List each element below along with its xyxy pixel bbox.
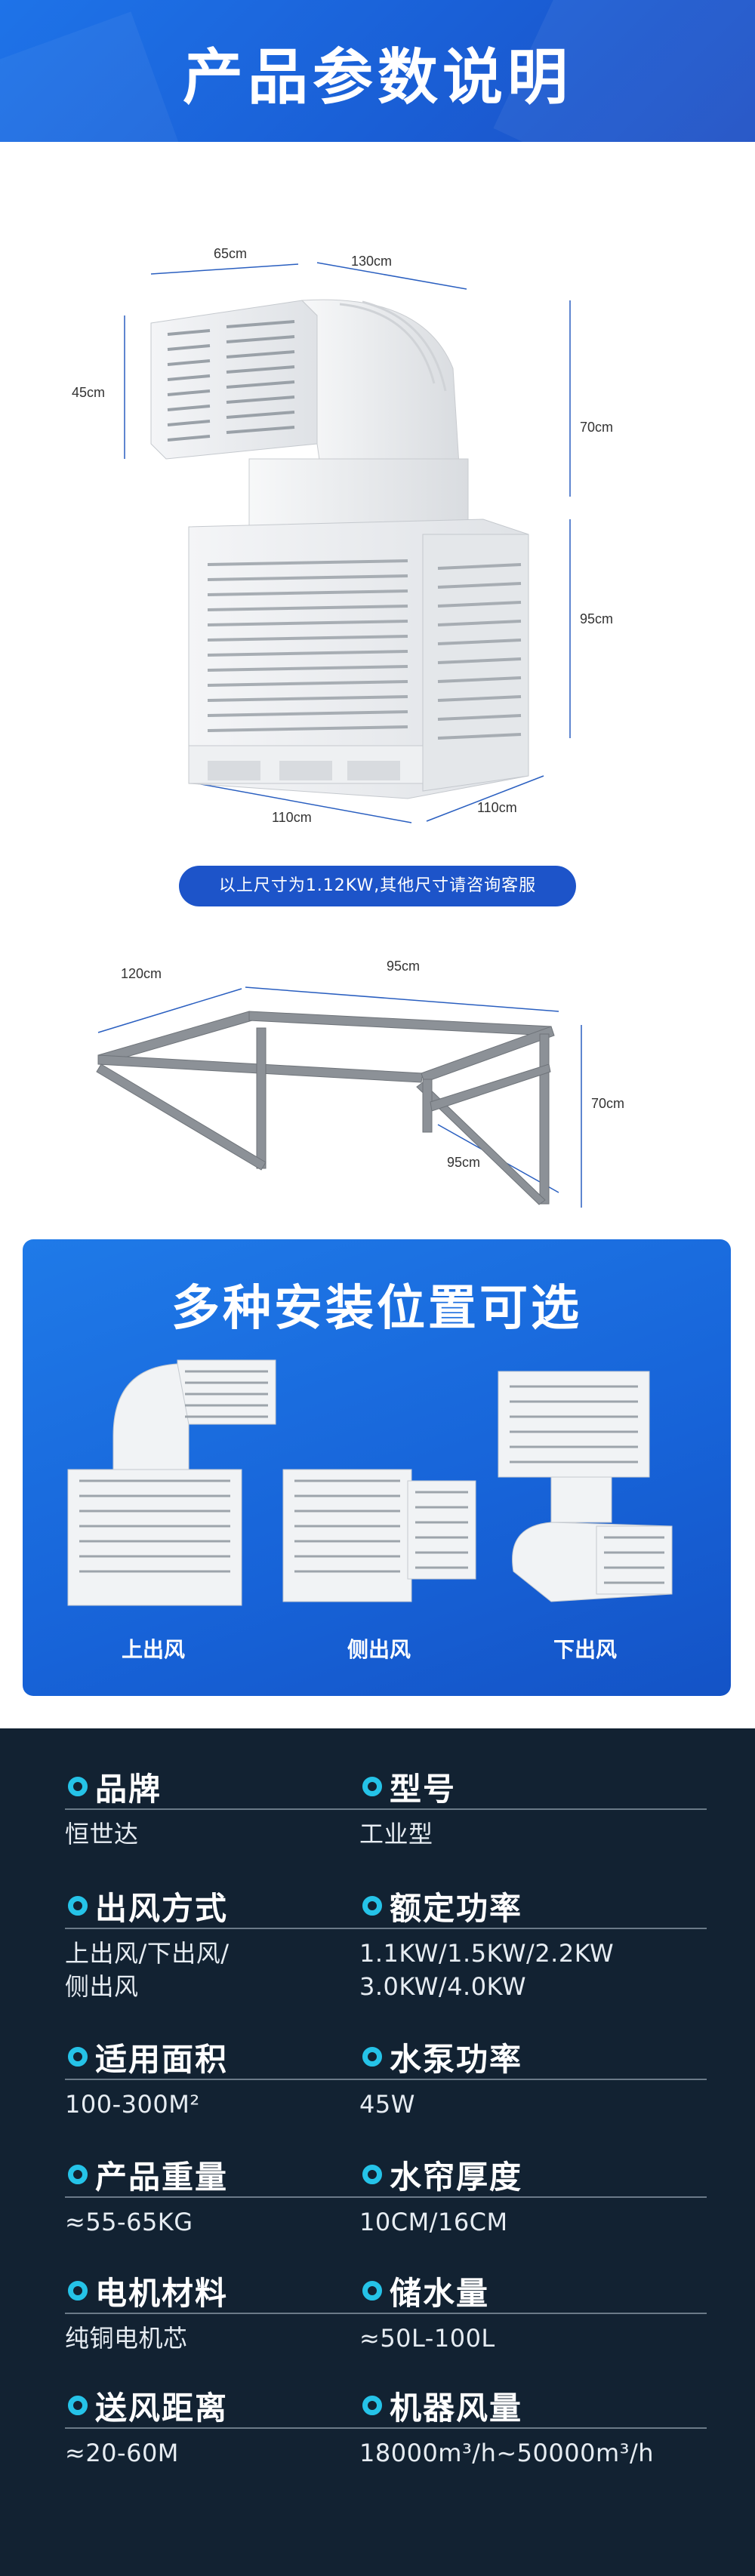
dim-bracket-height: 70cm	[591, 1096, 625, 1111]
cooler-drawing	[124, 262, 571, 823]
spec-value: 纯铜电机芯	[65, 2324, 188, 2353]
divider	[65, 2079, 382, 2080]
divider	[359, 1928, 707, 1929]
circle-bullet-icon	[68, 1896, 88, 1916]
divider	[65, 1928, 382, 1929]
spec-title: 额定功率	[390, 1889, 523, 1927]
dim-duct-length: 130cm	[351, 254, 393, 269]
cooler-illustration: 65cm 130cm 45cm 70cm 95cm 110cm 110cm	[0, 142, 755, 851]
spec-value: 45W	[359, 2090, 415, 2119]
page-title: 产品参数说明	[183, 42, 572, 112]
spec-title: 出风方式	[95, 1889, 229, 1927]
spec-title: 送风距离	[95, 2389, 229, 2427]
spec-model: 型号 工业型	[359, 1768, 707, 1851]
dim-top-width: 65cm	[214, 246, 248, 261]
install-title: 多种安装位置可选	[171, 1281, 582, 1337]
dim-outlet-height: 45cm	[72, 385, 106, 400]
bracket-drawing	[96, 986, 582, 1208]
spec-brand: 品牌 恒世达	[65, 1768, 382, 1851]
spec-value: 恒世达	[65, 1820, 139, 1848]
spec-value: 18000m³/h~50000m³/h	[359, 2439, 655, 2467]
dim-base-width: 110cm	[272, 810, 312, 825]
dim-bracket-width: 95cm	[387, 959, 421, 974]
divider	[65, 2196, 382, 2198]
divider	[65, 2427, 382, 2429]
spec-section: 品牌 恒世达 型号 工业型 出风方式 上出风/下出风/ 侧出风 额定功率 1.1…	[0, 1728, 755, 2576]
spec-title: 机器风量	[390, 2389, 523, 2427]
circle-bullet-icon	[362, 1777, 382, 1796]
size-note-badge: 以上尺寸为1.12KW,其他尺寸请咨询客服	[179, 866, 576, 906]
dim-bracket-depth: 120cm	[121, 966, 162, 981]
circle-bullet-icon	[68, 2047, 88, 2067]
divider	[359, 2196, 707, 2198]
divider	[65, 2313, 382, 2314]
dim-base-depth: 110cm	[477, 800, 517, 815]
spec-value: 10CM/16CM	[359, 2208, 508, 2236]
divider	[359, 2313, 707, 2314]
spec-air-volume: 机器风量 18000m³/h~50000m³/h	[359, 2387, 707, 2470]
spec-title: 电机材料	[95, 2274, 229, 2312]
header-banner: 产品参数说明	[0, 0, 755, 142]
spec-value: ≈55-65KG	[65, 2208, 193, 2236]
spec-water-capacity: 储水量 ≈50L-100L	[359, 2272, 707, 2355]
install-option-label: 侧出风	[347, 1637, 411, 1662]
install-drawings	[67, 1359, 673, 1606]
dim-body-height: 95cm	[580, 611, 614, 626]
spec-title: 水帘厚度	[390, 2158, 523, 2196]
circle-bullet-icon	[68, 2281, 88, 2301]
divider	[359, 1808, 707, 1810]
spec-title: 品牌	[95, 1770, 162, 1808]
circle-bullet-icon	[362, 2281, 382, 2301]
circle-bullet-icon	[362, 2396, 382, 2415]
dim-duct-height: 70cm	[580, 420, 614, 435]
dim-bracket-arm: 95cm	[447, 1155, 481, 1170]
spec-weight: 产品重量 ≈55-65KG	[65, 2156, 382, 2239]
install-option-label: 上出风	[121, 1637, 185, 1662]
spec-value: 工业型	[359, 1820, 433, 1848]
spec-air-distance: 送风距离 ≈20-60M	[65, 2387, 382, 2470]
install-option-label: 下出风	[553, 1637, 617, 1662]
circle-bullet-icon	[68, 1777, 88, 1796]
spec-title: 适用面积	[95, 2040, 229, 2078]
bracket-illustration: 120cm 95cm 70cm 95cm	[0, 943, 755, 1230]
spec-motor-material: 电机材料 纯铜电机芯	[65, 2272, 382, 2355]
spec-rated-power: 额定功率 1.1KW/1.5KW/2.2KW 3.0KW/4.0KW	[359, 1887, 707, 2003]
spec-value: 1.1KW/1.5KW/2.2KW 3.0KW/4.0KW	[359, 1939, 615, 2001]
circle-bullet-icon	[68, 2165, 88, 2184]
spec-title: 产品重量	[95, 2158, 229, 2196]
divider	[359, 2079, 707, 2080]
circle-bullet-icon	[362, 2047, 382, 2067]
spec-area: 适用面积 100-300M²	[65, 2038, 382, 2121]
spec-pad-thickness: 水帘厚度 10CM/16CM	[359, 2156, 707, 2239]
spec-value: 100-300M²	[65, 2090, 200, 2119]
circle-bullet-icon	[68, 2396, 88, 2415]
spec-title: 水泵功率	[390, 2040, 523, 2078]
spec-airflow-direction: 出风方式 上出风/下出风/ 侧出风	[65, 1887, 382, 2003]
spec-title: 型号	[390, 1770, 457, 1808]
install-options-panel: 多种安装位置可选	[23, 1239, 731, 1696]
circle-bullet-icon	[362, 2165, 382, 2184]
divider	[359, 2427, 707, 2429]
circle-bullet-icon	[362, 1896, 382, 1916]
spec-value: 上出风/下出风/ 侧出风	[65, 1939, 230, 2001]
spec-value: ≈20-60M	[65, 2439, 179, 2467]
spec-value: ≈50L-100L	[359, 2324, 495, 2353]
spec-pump-power: 水泵功率 45W	[359, 2038, 707, 2121]
spec-title: 储水量	[390, 2274, 490, 2312]
divider	[65, 1808, 382, 1810]
